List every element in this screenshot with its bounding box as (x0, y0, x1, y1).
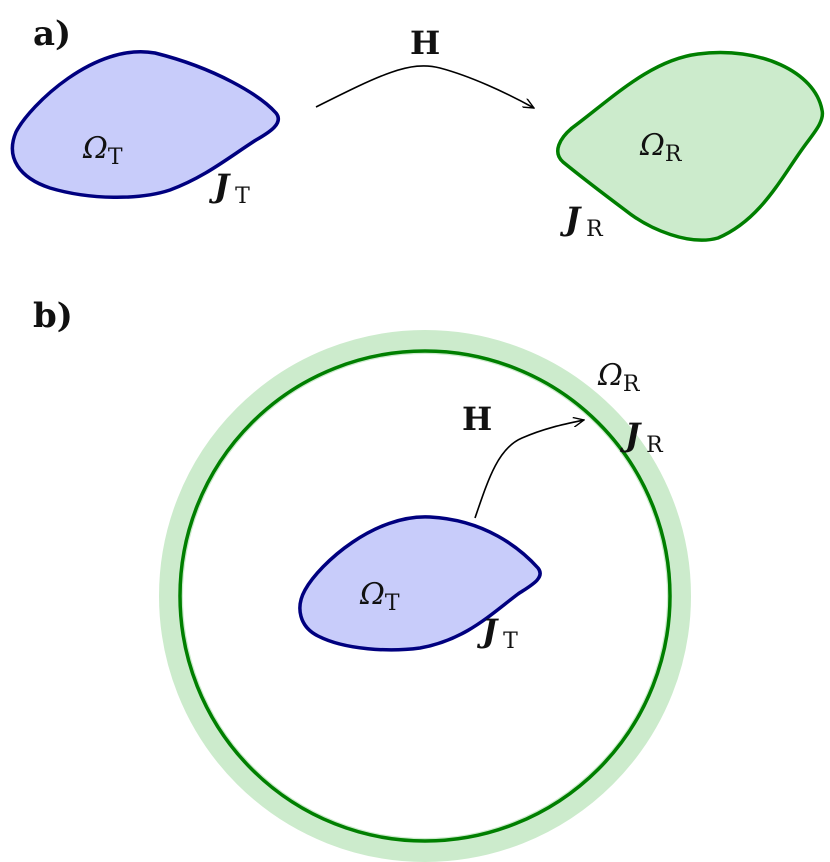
transmitter-domain-shape-a (10, 49, 280, 199)
receiver-domain-ring-b (159, 330, 691, 862)
mapping-label-a: H (410, 24, 440, 62)
panel-b-label: b) (33, 296, 73, 336)
mapping-arrow-a (315, 65, 534, 108)
receiver-boundary-circle-b (178, 349, 672, 843)
transmitter-domain-shape-b (298, 515, 542, 652)
receiver-domain-label-a: ΩR (639, 128, 683, 167)
mapping-label-b: H (462, 400, 492, 438)
panel-a-label: a) (33, 14, 71, 54)
transmitter-domain-label-b: ΩT (359, 577, 400, 616)
mapping-arrow-b (474, 420, 584, 519)
receiver-domain-label-b: ΩR (597, 358, 641, 397)
transmitter-domain-label-a: ΩT (82, 131, 123, 170)
receiver-domain-shape-a (556, 50, 825, 242)
